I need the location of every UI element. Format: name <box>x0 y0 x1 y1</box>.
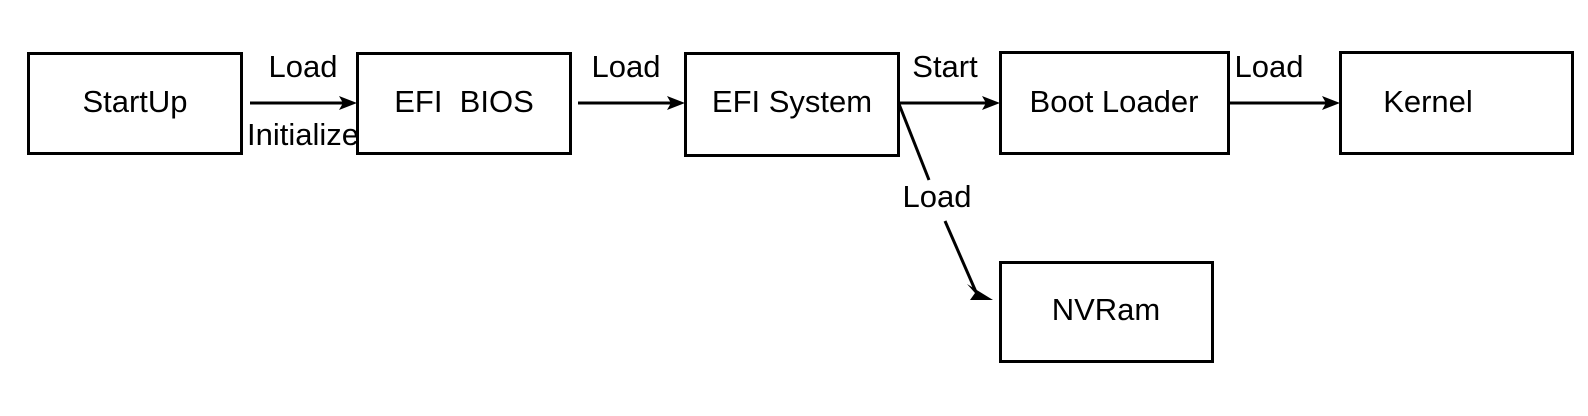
node-efi-system-box[interactable] <box>684 52 900 157</box>
node-startup[interactable]: StartUp <box>27 52 243 155</box>
edge-efi-system-to-nvram: Load <box>897 103 993 300</box>
node-efi-bios[interactable]: EFI BIOS <box>356 52 572 155</box>
node-efi-system-label: EFI System <box>712 84 872 119</box>
edge-label-start-efisystem-bootloader: Start <box>912 49 978 84</box>
edge-efi-bios-to-efi-system: Load <box>578 49 685 110</box>
edge-efi-system-to-boot-loader: Start <box>899 49 1000 110</box>
node-nvram[interactable]: NVRam <box>999 261 1214 363</box>
node-efi-bios-label: EFI BIOS <box>394 84 534 119</box>
edge-startup-to-efi-bios: Load Initialize <box>247 49 359 152</box>
edge-boot-loader-to-kernel-arrowhead <box>1322 96 1340 110</box>
edge-boot-loader-to-kernel: Load <box>1229 49 1340 110</box>
edge-efi-system-to-nvram-arrowhead <box>967 284 993 300</box>
node-kernel[interactable]: Kernel <box>1339 51 1574 155</box>
edge-startup-to-efi-bios-arrowhead <box>339 96 357 110</box>
node-kernel-label: Kernel <box>1383 84 1473 119</box>
edge-efi-system-to-nvram-line-lower <box>943 220 978 293</box>
edge-efi-system-to-nvram-line-upper <box>897 103 931 181</box>
node-startup-label: StartUp <box>82 84 187 119</box>
node-efi-system[interactable]: EFI System <box>684 52 900 157</box>
edge-efi-system-to-boot-loader-arrowhead <box>982 96 1000 110</box>
edge-label-load-startup-efibios: Load <box>269 49 338 84</box>
node-efi-bios-box[interactable] <box>356 52 572 155</box>
node-kernel-box[interactable] <box>1339 51 1574 155</box>
edge-label-load-efisystem-nvram: Load <box>903 179 972 214</box>
node-nvram-box[interactable] <box>999 261 1214 363</box>
edge-label-initialize-startup-efibios: Initialize <box>247 117 359 152</box>
edge-label-load-efibios-efisystem: Load <box>592 49 661 84</box>
edge-efi-bios-to-efi-system-arrowhead <box>667 96 685 110</box>
node-startup-box[interactable] <box>27 52 243 155</box>
edge-label-load-bootloader-kernel: Load <box>1235 49 1304 84</box>
node-nvram-label: NVRam <box>1052 292 1161 327</box>
node-boot-loader-box[interactable] <box>999 51 1230 155</box>
node-boot-loader[interactable]: Boot Loader <box>999 51 1230 155</box>
node-boot-loader-label: Boot Loader <box>1030 84 1199 119</box>
